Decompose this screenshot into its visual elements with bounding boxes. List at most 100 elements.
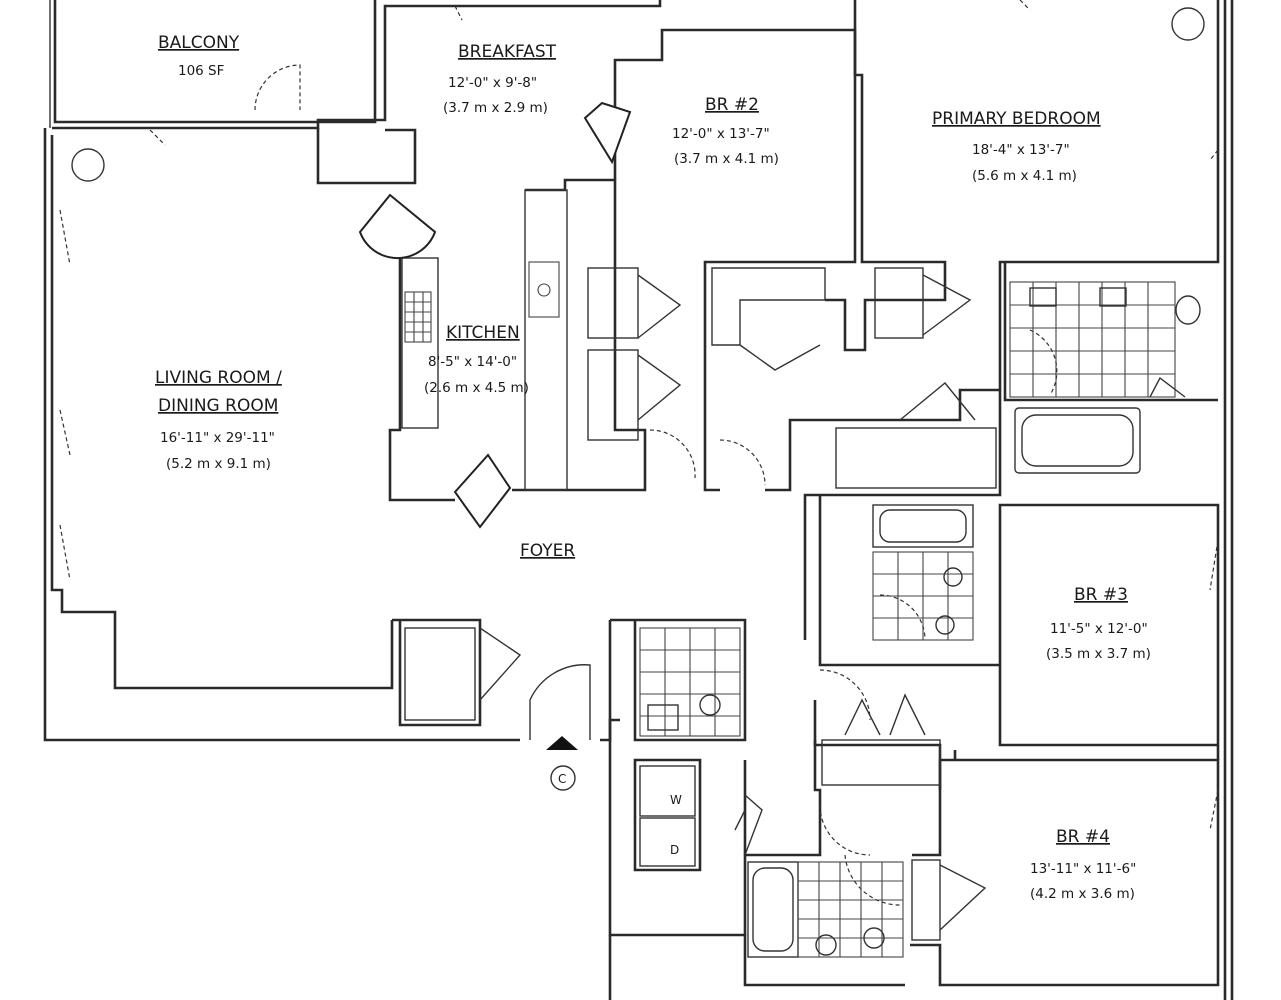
room-labels: BALCONY 106 SF BREAKFAST 12'-0" x 9'-8" … <box>155 33 1151 902</box>
bottom-exterior-wall <box>608 935 905 1000</box>
column-icon <box>71 148 105 182</box>
corridor-right-wall <box>743 700 942 855</box>
closet-br4 <box>911 859 941 941</box>
hall-toilet-icon <box>935 615 955 635</box>
lower-corridor-walls <box>608 618 822 937</box>
entry-arrow-icon <box>546 736 578 750</box>
br3-door-swing <box>819 669 871 721</box>
br4-bathtub-icon <box>747 861 799 958</box>
hall-sink-icon <box>943 567 963 587</box>
br4-dims-metric: (4.2 m x 3.6 m) <box>1030 886 1135 902</box>
closets <box>404 267 997 941</box>
kitchen-swing-door-top <box>358 193 437 259</box>
dryer-label: D <box>670 843 679 857</box>
closet-br2-c <box>711 267 826 346</box>
br2-name: BR #2 <box>705 95 759 115</box>
powder-room-tiles <box>639 627 741 737</box>
primary-vanity-sink-icon <box>1029 287 1057 307</box>
entry-door <box>529 664 591 740</box>
balcony-name: BALCONY <box>158 33 240 53</box>
kitchen-swing-door-bottom <box>453 453 512 529</box>
laundry-doors <box>734 794 763 856</box>
foyer-name: FOYER <box>520 541 575 561</box>
primary-bath-wall <box>803 262 1218 640</box>
column-icon-2 <box>1171 7 1205 41</box>
living-room-inner-wall <box>50 135 394 690</box>
kitchen-left-wall <box>388 240 455 502</box>
closet-door-br4 <box>939 864 987 931</box>
structural-walls <box>43 0 1234 1000</box>
closet-entry <box>404 627 476 721</box>
br3-dims-imperial: 11'-5" x 12'-0" <box>1050 621 1148 637</box>
br3-name: BR #3 <box>1074 585 1128 605</box>
dryer-box <box>639 817 696 867</box>
entry-marker-label: C <box>558 772 566 786</box>
entry-marker-circle <box>550 765 576 791</box>
entry-closet-wall <box>392 618 482 727</box>
br4-dims-imperial: 13'-11" x 11'-6" <box>1030 861 1136 877</box>
powder-toilet-icon <box>699 694 721 716</box>
sink-icon <box>528 261 560 318</box>
br3-dims-metric: (3.5 m x 3.7 m) <box>1046 646 1151 662</box>
closet-br2-a <box>587 267 639 339</box>
hall-bathtub-icon <box>872 504 974 548</box>
shower-door <box>1149 376 1186 398</box>
closet-linen <box>821 739 941 786</box>
doors <box>59 0 1219 931</box>
living-name-line2: DINING ROOM <box>158 396 278 416</box>
kitchen-right-wall <box>512 178 647 492</box>
br4-inner-door-swing <box>844 854 901 906</box>
hall-bath-tiles <box>872 551 974 641</box>
powder-sink-icon <box>647 704 679 731</box>
living-dims-metric: (5.2 m x 9.1 m) <box>166 456 271 472</box>
primary-dims-imperial: 18'-4" x 13'-7" <box>972 142 1070 158</box>
closet-door-br2-b <box>637 354 682 421</box>
kitchen-dims-metric: (2.6 m x 4.5 m) <box>424 380 529 396</box>
br2-walls <box>613 0 857 492</box>
primary-bedroom-name: PRIMARY BEDROOM <box>932 109 1101 129</box>
kitchen-name: KITCHEN <box>446 323 520 343</box>
washer-box <box>639 765 696 817</box>
closet-primary-bath <box>835 427 997 489</box>
br2-dims-metric: (3.7 m x 4.1 m) <box>674 151 779 167</box>
breakfast-name: BREAKFAST <box>458 42 557 62</box>
closet-door-primary <box>922 274 972 336</box>
closet-door-br2-a <box>637 274 682 339</box>
primary-vanity-sink-icon-2 <box>1099 287 1127 307</box>
living-dims-imperial: 16'-11" x 29'-11" <box>160 430 275 446</box>
living-room-top-wall <box>52 4 615 130</box>
closet-door-br2-c <box>739 344 821 371</box>
window-marks <box>59 0 1219 831</box>
br4-bath-door-swing <box>819 804 871 856</box>
br4-sink-icon <box>815 934 837 956</box>
primary-bath-door <box>899 382 976 421</box>
balcony-door-swing <box>254 64 301 111</box>
br2-door-swing <box>649 429 696 479</box>
primary-dims-metric: (5.6 m x 4.1 m) <box>972 168 1077 184</box>
living-room-outer-wall <box>43 128 620 742</box>
balcony-area: 106 SF <box>178 63 224 79</box>
breakfast-swing-door <box>583 101 632 165</box>
cooktop-icon <box>404 291 432 343</box>
washer-label: W <box>670 793 682 807</box>
right-exterior-wall <box>1223 0 1234 1000</box>
primary-bedroom-outer <box>765 0 1220 492</box>
primary-bedroom-walls <box>825 0 947 352</box>
breakfast-dims-imperial: 12'-0" x 9'-8" <box>448 75 537 91</box>
kitchen-counter-left <box>401 257 439 429</box>
linen-doors <box>844 693 926 736</box>
laundry-wall <box>633 758 702 872</box>
kitchen-fixtures <box>401 189 568 491</box>
br2-door-swing-2 <box>719 439 766 486</box>
kitchen-dims-imperial: 8'-5" x 14'-0" <box>428 354 517 370</box>
closet-br2-b <box>587 349 639 441</box>
hall-bath-door-swing <box>879 594 926 641</box>
balcony-wall <box>53 0 377 124</box>
kitchen-counter-right <box>524 189 568 491</box>
br2-dims-imperial: 12'-0" x 13'-7" <box>672 126 770 142</box>
primary-bath-door-swing <box>1029 329 1058 396</box>
closet-door-entry <box>479 627 522 701</box>
br4-name: BR #4 <box>1056 827 1110 847</box>
closet-primary <box>874 267 924 339</box>
